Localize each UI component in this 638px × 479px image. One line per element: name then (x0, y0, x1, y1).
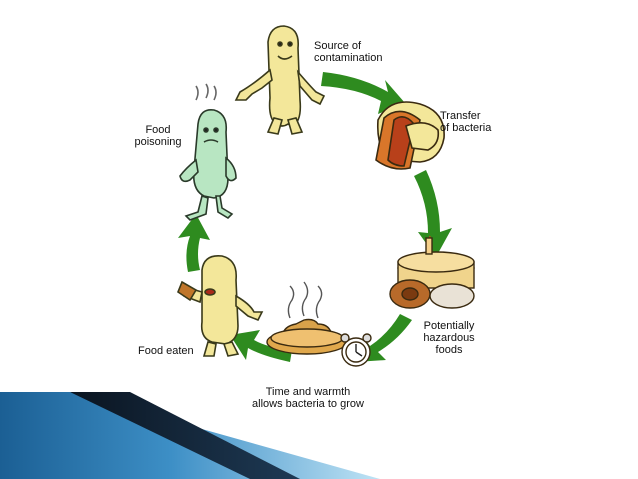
label-food-eaten: Food eaten (138, 345, 194, 357)
food-poisoning-figure (179, 83, 237, 221)
banner-dark-band (70, 392, 300, 479)
label-transfer-of-bacteria: Transfer of bacteria (440, 110, 492, 134)
food-eaten-figure (177, 254, 264, 357)
label-source-of-contamination: Source of contamination (314, 40, 383, 64)
hazardous-foods (389, 235, 475, 309)
arrow-time-to-eaten (230, 330, 292, 362)
transfer-hotdog (375, 101, 445, 170)
arrow-source-to-transfer (321, 72, 405, 114)
label-time-and-warmth: Time and warmth allows bacteria to grow (252, 386, 364, 410)
pie-and-clock (266, 281, 372, 367)
source-figure (234, 25, 326, 135)
arrow-transfer-to-hazardous (414, 170, 452, 257)
arrow-eaten-to-poisoning (178, 214, 210, 272)
label-food-poisoning: Food poisoning (134, 124, 182, 148)
label-potentially-hazardous-foods: Potentially hazardous foods (423, 320, 475, 356)
